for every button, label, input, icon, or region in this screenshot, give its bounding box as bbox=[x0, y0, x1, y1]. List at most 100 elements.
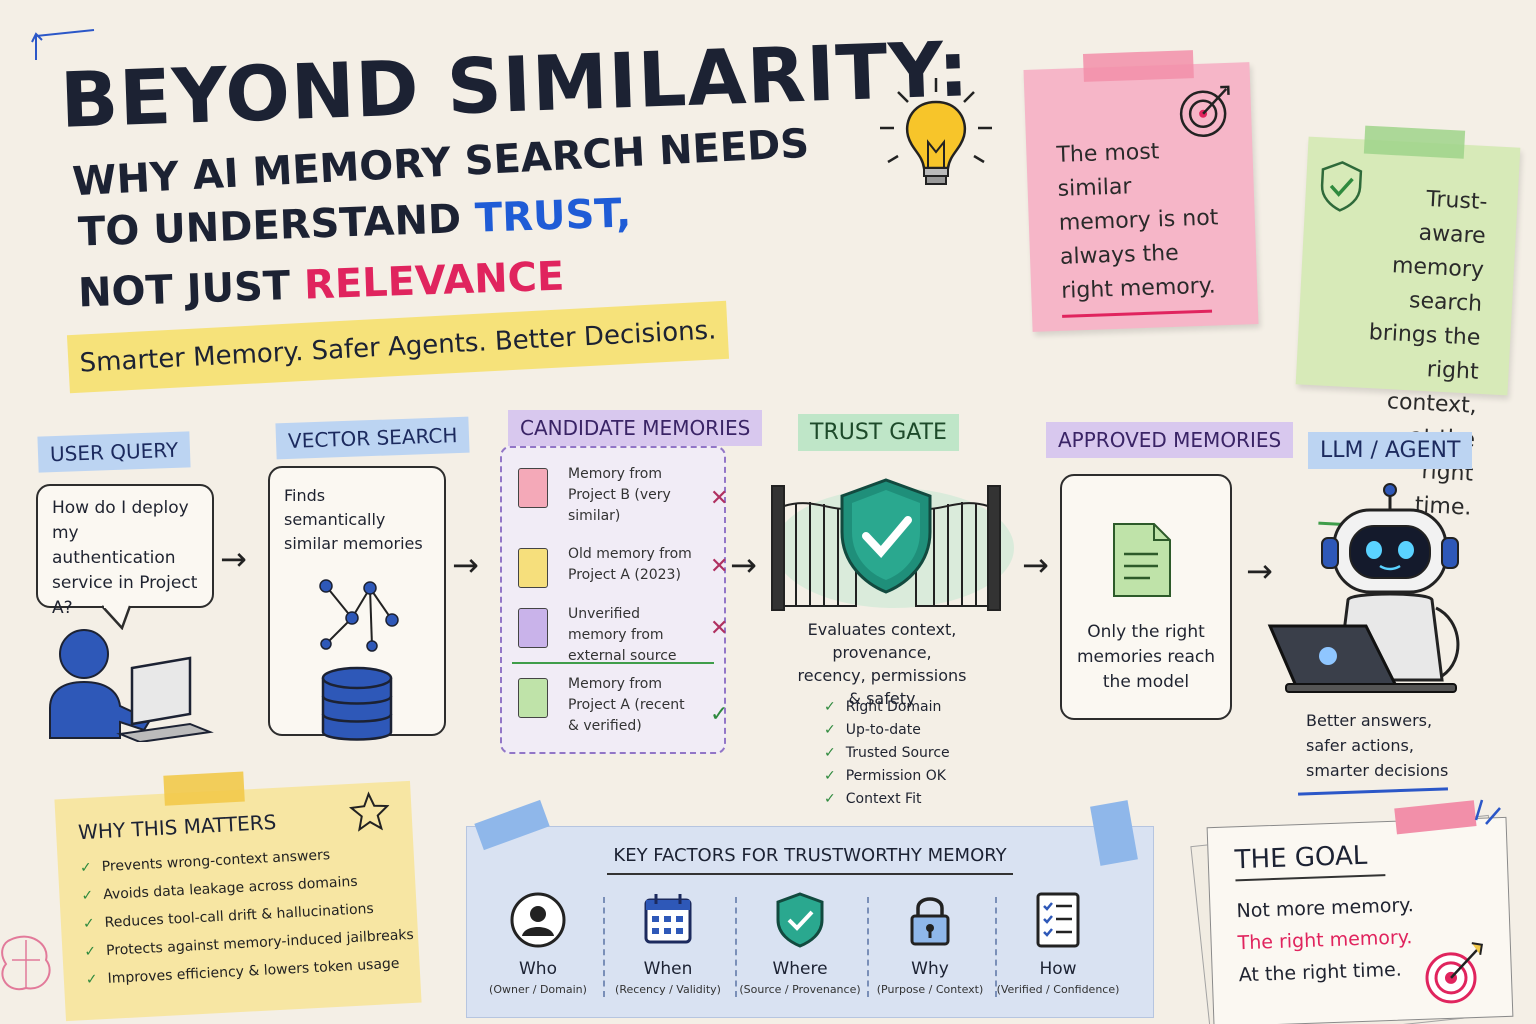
check-icon: ✓ bbox=[84, 943, 97, 961]
goal-card: THE GOAL Not more memory. The right memo… bbox=[1206, 800, 1514, 1024]
note-similar-not-right: The most similar memory is not always th… bbox=[1023, 50, 1259, 332]
factor-name: Where bbox=[772, 959, 828, 979]
factor-divider bbox=[867, 897, 869, 997]
shield-check-icon bbox=[776, 892, 824, 948]
key-factors-underline bbox=[607, 873, 1013, 875]
goal-title: THE GOAL bbox=[1234, 840, 1368, 876]
factor-name: How bbox=[1039, 959, 1077, 979]
candidate-text: Unverified memory from external source bbox=[568, 606, 677, 664]
divider bbox=[512, 662, 714, 664]
factor-sub: (Owner / Domain) bbox=[489, 983, 587, 996]
llm-line: safer actions, bbox=[1306, 736, 1414, 755]
checklist-item: ✓Up-to-date bbox=[824, 722, 921, 738]
key-factors-panel: KEY FACTORS FOR TRUSTWORTHY MEMORY Who (… bbox=[466, 799, 1154, 1018]
tape bbox=[163, 771, 245, 806]
check-icon: ✓ bbox=[824, 699, 836, 715]
vector-search-box: Finds semantically similar memories bbox=[268, 466, 446, 741]
step-label-trust-gate: TRUST GATE bbox=[798, 414, 959, 451]
calendar-icon bbox=[644, 894, 692, 944]
relevance-word: RELEVANCE bbox=[303, 253, 566, 309]
flow-arrow: → bbox=[1246, 552, 1273, 590]
vector-search-text: Finds semantically similar memories bbox=[284, 486, 423, 553]
subtitle-line-2-prefix: TO UNDERSTAND bbox=[77, 195, 476, 256]
target-arrow-icon bbox=[1425, 942, 1484, 1004]
factor-when: When (Recency / Validity) bbox=[603, 885, 733, 996]
check-icon: ✓ bbox=[824, 768, 836, 784]
factor-where: Where (Source / Provenance) bbox=[735, 885, 865, 996]
checklist-item: ✓Trusted Source bbox=[824, 745, 950, 761]
bubble-tail bbox=[101, 604, 132, 630]
check-icon: ✓ bbox=[824, 745, 836, 761]
target-icon bbox=[1179, 85, 1230, 138]
sparkle-lines-icon bbox=[1474, 799, 1501, 825]
step-label-candidate-memories: CANDIDATE MEMORIES bbox=[508, 410, 763, 446]
flow-arrow: → bbox=[1022, 546, 1049, 584]
checklist-item: ✓Right Domain bbox=[824, 699, 942, 715]
reject-x-icon: ✕ bbox=[710, 554, 729, 579]
pink-note-underline bbox=[1062, 309, 1213, 318]
robot-agent-icon bbox=[1267, 483, 1460, 693]
person-icon bbox=[510, 892, 566, 948]
key-factors-title: KEY FACTORS FOR TRUSTWORTHY MEMORY bbox=[613, 845, 1007, 866]
trust-checklist: ✓Right Domain ✓Up-to-date ✓Trusted Sourc… bbox=[824, 696, 950, 811]
factor-name: Why bbox=[911, 959, 949, 979]
factor-how: How (Verified / Confidence) bbox=[993, 885, 1123, 996]
factor-divider bbox=[735, 897, 737, 997]
brain-icon bbox=[1, 935, 51, 991]
tape bbox=[474, 799, 550, 851]
green-note-text: Trust-aware memory search brings the rig… bbox=[1368, 186, 1489, 521]
why-this-matters-note: WHY THIS MATTERS ✓Prevents wrong-context… bbox=[54, 771, 422, 1022]
candidate-text: Memory from Project B (very similar) bbox=[568, 466, 671, 524]
network-graph-icon bbox=[319, 579, 399, 652]
factor-sub: (Purpose / Context) bbox=[876, 983, 984, 996]
star-icon bbox=[348, 791, 390, 832]
subtitle-line-3-prefix: NOT JUST bbox=[77, 262, 305, 317]
llm-line: Better answers, bbox=[1306, 711, 1433, 730]
check-icon: ✓ bbox=[82, 915, 96, 933]
approved-memories-box: Only the right memories reach the model bbox=[1060, 474, 1232, 720]
user-at-laptop-icon bbox=[49, 629, 214, 742]
factor-sub: (Source / Provenance) bbox=[739, 983, 861, 996]
factor-sub: (Verified / Confidence) bbox=[996, 983, 1120, 996]
trust-gate-description: Evaluates context, provenance, recency, … bbox=[797, 620, 967, 708]
flow-arrow: → bbox=[220, 540, 247, 578]
query-bubble: How do I deploy my authentication servic… bbox=[36, 484, 214, 618]
check-icon: ✓ bbox=[81, 887, 94, 905]
corner-arrow-icon bbox=[31, 29, 95, 60]
pink-note-text: The most similar memory is not always th… bbox=[1056, 139, 1219, 304]
database-icon bbox=[321, 666, 393, 741]
tape bbox=[1363, 125, 1466, 159]
flow-arrow: → bbox=[730, 546, 757, 584]
check-icon: ✓ bbox=[85, 971, 99, 989]
approve-check-icon: ✓ bbox=[710, 702, 729, 727]
factor-sub: (Recency / Validity) bbox=[615, 983, 721, 996]
flow-arrow: → bbox=[452, 546, 479, 584]
llm-underline bbox=[1297, 787, 1449, 796]
document-icon bbox=[518, 548, 548, 588]
tape bbox=[1394, 800, 1477, 835]
candidate-text: Memory from Project A (recent & verified… bbox=[568, 676, 685, 734]
factor-why: Why (Purpose / Context) bbox=[865, 885, 995, 996]
tagline: Smarter Memory. Safer Agents. Better Dec… bbox=[66, 300, 730, 394]
step-label-approved-memories: APPROVED MEMORIES bbox=[1046, 422, 1294, 458]
factor-divider bbox=[603, 897, 605, 997]
page-title: BEYOND SIMILARITY: bbox=[58, 24, 971, 145]
why-title: WHY THIS MATTERS bbox=[77, 809, 277, 845]
document-icon bbox=[518, 678, 548, 718]
tape bbox=[1082, 50, 1194, 82]
document-icon bbox=[518, 468, 548, 508]
subtitle-line-3: NOT JUST RELEVANCE bbox=[77, 254, 565, 317]
factor-name: Who bbox=[519, 959, 557, 979]
llm-line: smarter decisions bbox=[1306, 761, 1449, 780]
factor-who: Who (Owner / Domain) bbox=[473, 885, 603, 996]
goal-title-underline bbox=[1235, 874, 1386, 882]
lock-icon bbox=[910, 897, 950, 946]
factor-divider bbox=[995, 897, 997, 997]
factor-name: When bbox=[643, 959, 693, 979]
step-label-vector-search: VECTOR SEARCH bbox=[275, 416, 470, 460]
checklist-item: ✓Permission OK bbox=[824, 768, 946, 784]
trust-gate-icon bbox=[771, 478, 1014, 611]
check-icon: ✓ bbox=[824, 791, 836, 807]
approved-document-icon bbox=[1113, 523, 1171, 597]
document-icon bbox=[518, 608, 548, 648]
